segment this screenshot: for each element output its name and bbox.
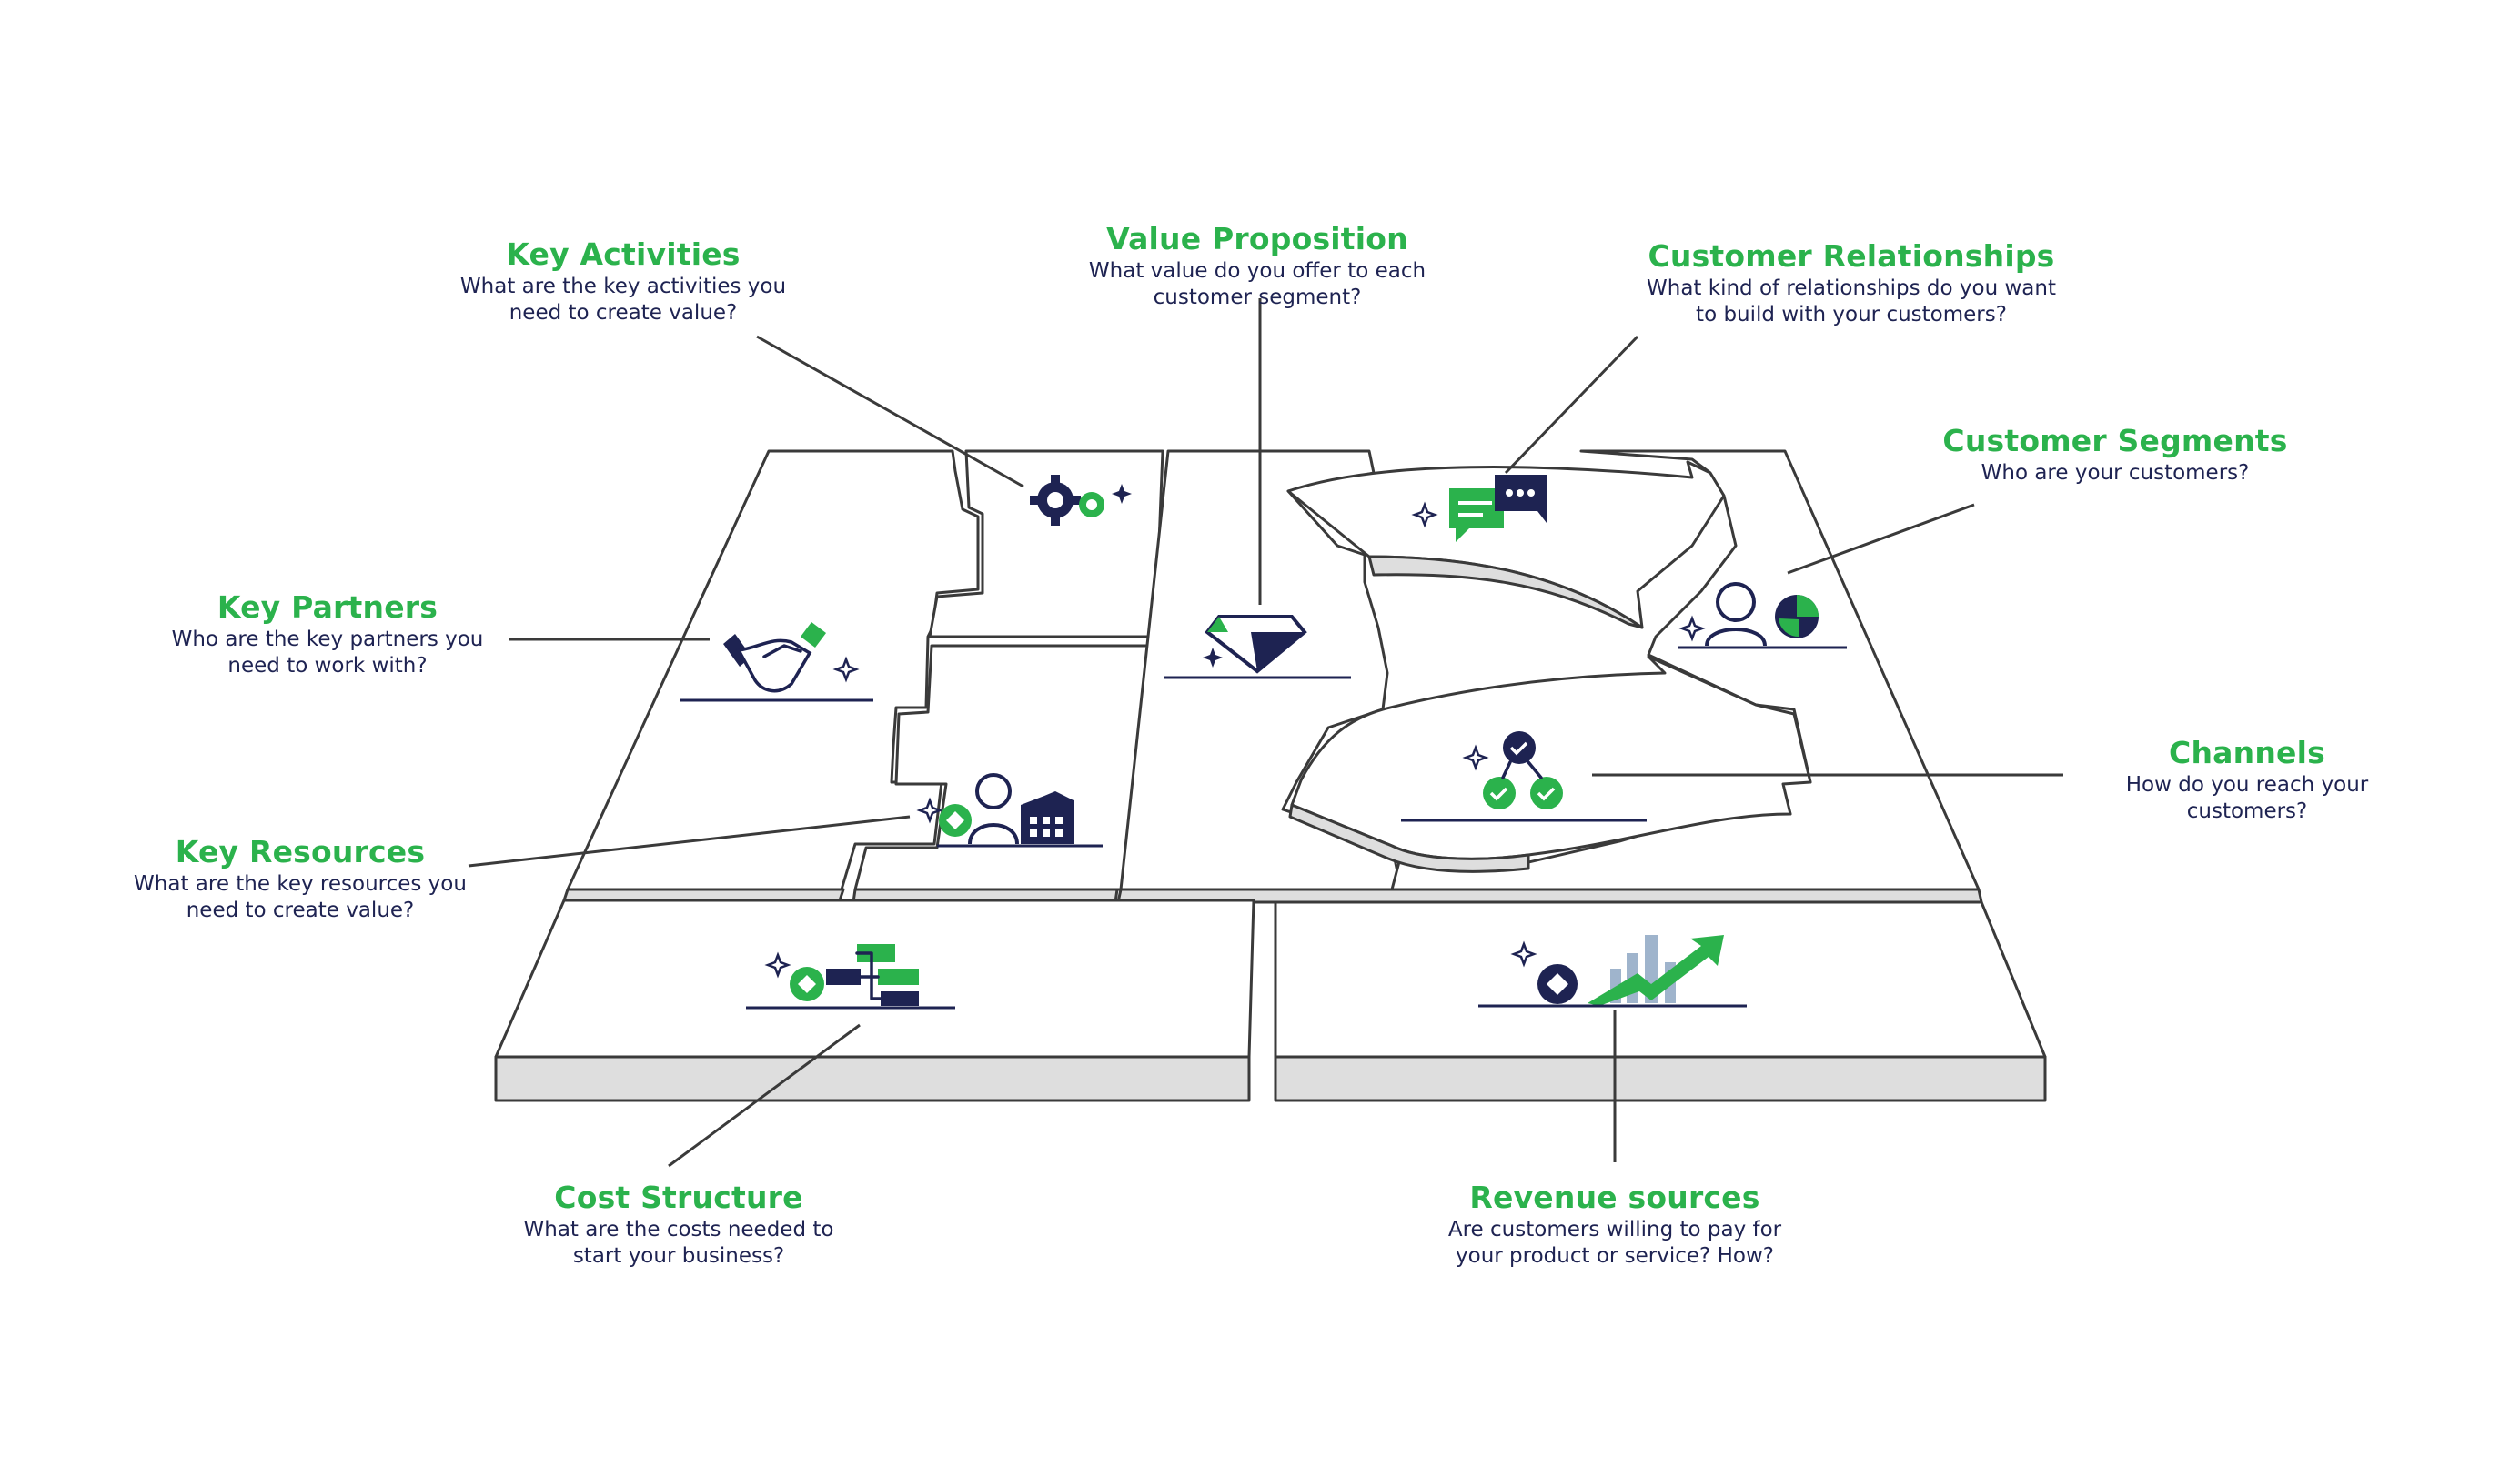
revenue-sources-title: Revenue sources	[1469, 1180, 1760, 1215]
chat-bubbles-icon	[1411, 475, 1547, 542]
value-proposition-title: Value Proposition	[1106, 221, 1408, 256]
label-key-partners: Key Partners Who are the key partners yo…	[73, 589, 582, 678]
key-partners-title: Key Partners	[217, 589, 438, 625]
revenue-sources-question-line1: Are customers willing to pay for	[1447, 1218, 1782, 1241]
cost-structure-title: Cost Structure	[554, 1180, 803, 1215]
channels-title: Channels	[2169, 735, 2325, 770]
revenue-sources-question-line2: your product or service? How?	[1456, 1244, 1774, 1268]
key-activities-question-line1: What are the key activities you	[459, 275, 787, 298]
label-channels: Channels How do you reach your customers…	[1983, 735, 2511, 824]
label-value-proposition: Value Proposition What value do you offe…	[1003, 221, 1512, 310]
money-bag-flowchart-icon	[746, 944, 955, 1010]
customer-segments-title: Customer Segments	[1942, 423, 2288, 458]
channels-tile	[1288, 655, 1812, 873]
cost-structure-question-line1: What are the costs needed to	[523, 1218, 834, 1241]
money-person-factory-icon	[916, 773, 1103, 848]
label-key-activities: Key Activities What are the key activiti…	[368, 236, 878, 326]
channels-question-line1: How do you reach your	[2125, 773, 2369, 797]
label-customer-segments: Customer Segments Who are your customers…	[1860, 423, 2370, 486]
key-partners-question-line1: Who are the key partners you	[171, 628, 484, 651]
revenue-sources-tile	[1274, 900, 2047, 1102]
channels-question-line2: customers?	[2186, 799, 2308, 823]
key-partners-question-line2: need to work with?	[227, 654, 428, 678]
money-bag-growth-chart-icon	[1478, 935, 1747, 1008]
gears-icon	[1030, 475, 1132, 526]
network-nodes-icon	[1401, 731, 1647, 822]
key-resources-title: Key Resources	[175, 834, 426, 869]
value-proposition-question-line1: What value do you offer to each	[1088, 259, 1426, 283]
key-resources-question-line2: need to create value?	[186, 899, 415, 922]
person-pie-chart-icon	[1678, 582, 1847, 649]
diamond-icon	[1164, 615, 1351, 679]
label-customer-relationships: Customer Relationships What kind of rela…	[1597, 238, 2106, 327]
value-proposition-question-line2: customer segment?	[1153, 286, 1362, 309]
key-activities-question-line2: need to create value?	[509, 301, 738, 325]
customer-relationships-tile	[1286, 460, 1726, 629]
cost-structure-tile	[494, 899, 1255, 1102]
label-cost-structure: Cost Structure What are the costs needed…	[424, 1180, 933, 1269]
handshake-icon	[680, 622, 873, 702]
leader-lines	[468, 298, 2063, 1168]
customer-segments-question-line1: Who are your customers?	[1981, 461, 2250, 485]
customer-relationships-question-line2: to build with your customers?	[1696, 303, 2007, 327]
key-activities-title: Key Activities	[506, 236, 741, 272]
label-key-resources: Key Resources What are the key resources…	[45, 834, 555, 923]
customer-relationships-question-line1: What kind of relationships do you want	[1647, 276, 2056, 300]
label-revenue-sources: Revenue sources Are customers willing to…	[1360, 1180, 1870, 1269]
customer-relationships-title: Customer Relationships	[1648, 238, 2055, 274]
key-resources-question-line1: What are the key resources you	[134, 872, 467, 896]
cost-structure-question-line2: start your business?	[572, 1244, 785, 1268]
